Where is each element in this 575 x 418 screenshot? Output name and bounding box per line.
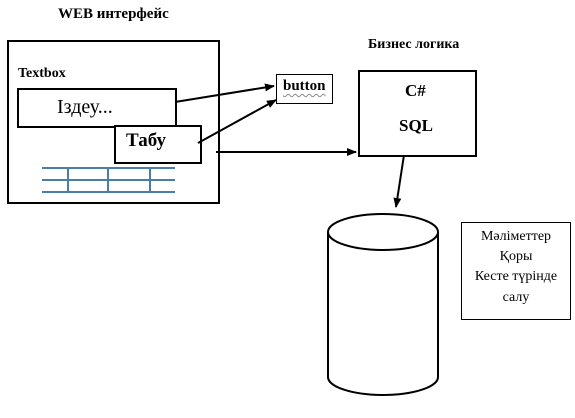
database-note-box: Мәліметтер Қоры Кесте түрінде салу xyxy=(461,222,571,320)
textbox-label: Textbox xyxy=(18,66,66,81)
web-interface-box xyxy=(7,40,220,204)
note-line-4: салу xyxy=(502,290,530,305)
find-button[interactable] xyxy=(114,125,202,164)
arrow-find-to-button xyxy=(197,99,277,144)
note-line-2: Қоры xyxy=(499,249,533,264)
sql-label: SQL xyxy=(399,116,434,135)
csharp-label: C# xyxy=(405,81,426,100)
business-logic-box xyxy=(358,70,477,157)
note-line-1: Мәліметтер xyxy=(480,229,552,244)
note-line-3: Кесте түрінде xyxy=(474,269,558,284)
button-label: button xyxy=(283,78,326,94)
database-cylinder xyxy=(327,213,439,396)
arrow-business-to-database xyxy=(393,154,405,208)
find-button-label: Табу xyxy=(126,130,166,151)
arrow-search-to-button xyxy=(174,83,275,103)
search-textbox-text: Іздеу... xyxy=(57,96,113,118)
button-box xyxy=(276,74,333,104)
data-grid xyxy=(42,167,175,193)
web-interface-title: WEB интерфейс xyxy=(58,6,169,22)
business-logic-title: Бизнес логика xyxy=(368,37,460,52)
search-textbox[interactable] xyxy=(17,88,177,128)
